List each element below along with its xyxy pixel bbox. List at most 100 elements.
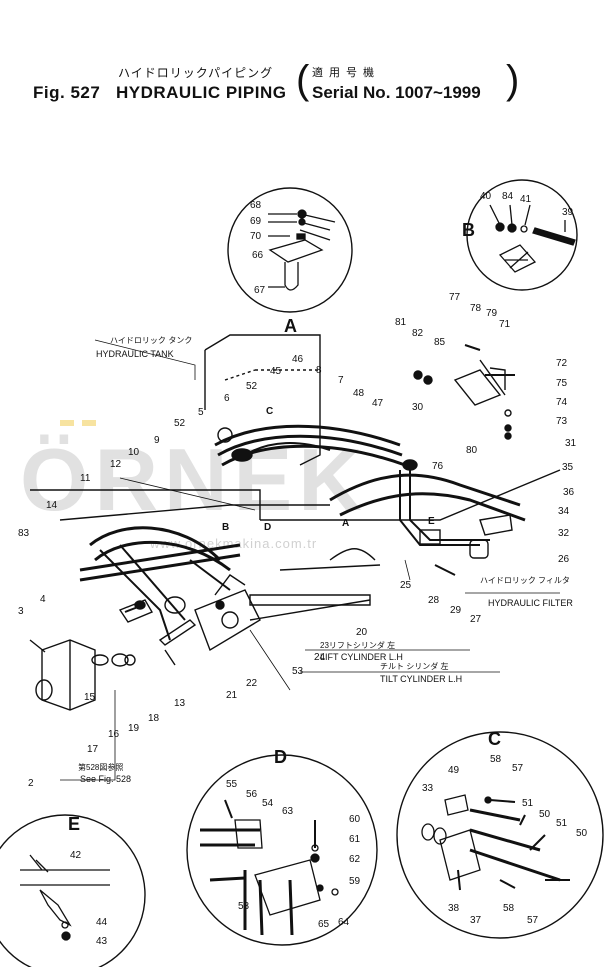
- drawing-stroke: [158, 619, 197, 646]
- drawing-stroke: [59, 504, 330, 521]
- view-mark: D: [264, 522, 271, 533]
- drawing-stroke: [489, 204, 501, 226]
- drawing-stroke: [505, 251, 529, 269]
- part-label: 26: [558, 554, 570, 565]
- part-label: 38: [448, 903, 460, 914]
- part-label: 69: [250, 216, 262, 227]
- drawing-stroke: [234, 819, 263, 849]
- part-label: 49: [448, 765, 460, 776]
- drawing-stroke: [60, 690, 116, 781]
- part-label: 22: [246, 678, 258, 689]
- part-label: 80: [466, 445, 478, 456]
- drawing-stroke: [499, 879, 516, 889]
- drawing-stroke: [124, 606, 139, 613]
- drawing-stroke: [94, 339, 196, 380]
- part-label: 46: [292, 354, 304, 365]
- drawing-stroke: [413, 370, 423, 380]
- drawing-stroke: [504, 409, 512, 417]
- drawing-stroke: [279, 564, 381, 571]
- part-label: 58: [503, 903, 515, 914]
- left-paren: (: [296, 58, 310, 102]
- part-label: 50: [539, 809, 551, 820]
- drawing-stroke: [524, 204, 531, 226]
- part-label: 70: [250, 231, 262, 242]
- drawing-stroke: [200, 828, 260, 847]
- detail-d-circle: [186, 754, 378, 946]
- detail-a-parts: [268, 209, 336, 291]
- drawing-stroke: [439, 829, 481, 881]
- detail-c-circle: [396, 731, 604, 939]
- lift-label-jp: 23リフトシリンダ 左: [320, 640, 395, 650]
- part-label: 57: [512, 763, 524, 774]
- drawing-stroke: [79, 543, 241, 572]
- drawing-stroke: [484, 796, 492, 804]
- detail-b-parts: [489, 204, 576, 273]
- part-label: 24: [314, 652, 326, 663]
- part-label: 78: [470, 303, 482, 314]
- drawing-stroke: [498, 244, 537, 273]
- detail-d-parts: [200, 799, 339, 936]
- drawing-stroke: [329, 548, 376, 561]
- watermark-text: ÖRNEK: [20, 430, 368, 529]
- part-label: 53: [292, 666, 304, 677]
- drawing-stroke: [433, 827, 447, 845]
- leader-lines: [60, 339, 560, 781]
- drawing-stroke: [260, 469, 561, 521]
- part-label: 79: [486, 308, 498, 319]
- part-label: 13: [174, 698, 186, 709]
- drawing-stroke: [479, 359, 506, 396]
- drawing-stroke: [164, 649, 176, 666]
- part-label: 54: [262, 798, 274, 809]
- part-label: 37: [470, 915, 482, 926]
- part-label: 12: [110, 459, 122, 470]
- drawing-stroke: [221, 611, 239, 629]
- part-label: 5: [198, 407, 204, 418]
- drawing-stroke: [457, 869, 461, 891]
- drawing-stroke: [224, 369, 320, 381]
- part-label: 75: [556, 378, 568, 389]
- drawing-stroke: [310, 853, 320, 863]
- drawing-stroke: [284, 262, 299, 291]
- drawing-stroke: [444, 794, 469, 816]
- view-mark: B: [222, 522, 229, 533]
- drawing-stroke: [520, 225, 528, 233]
- part-label: 58: [490, 754, 502, 765]
- part-label: 66: [252, 250, 264, 261]
- part-label: 41: [520, 194, 532, 205]
- part-label: 53: [238, 901, 250, 912]
- drawing-stroke: [504, 424, 512, 432]
- part-label: 52: [246, 381, 258, 392]
- part-label: 34: [558, 506, 570, 517]
- right-paren: ): [506, 58, 520, 102]
- drawing-stroke: [339, 492, 526, 522]
- drawing-stroke: [217, 434, 403, 457]
- part-label: 44: [96, 917, 108, 928]
- detail-c-letter: C: [488, 729, 501, 749]
- drawing-stroke: [224, 799, 233, 819]
- drawing-stroke: [20, 869, 110, 886]
- drawing-stroke: [119, 477, 256, 511]
- part-label: 2: [28, 778, 34, 789]
- part-label: 8: [316, 365, 322, 376]
- drawing-stroke: [453, 369, 502, 406]
- annotations: ハイドロリック タンク HYDRAULIC TANK ハイドロリック フィルタ …: [78, 336, 573, 784]
- part-label: 43: [96, 936, 108, 947]
- part-label: 51: [556, 818, 568, 829]
- drawing-stroke: [298, 218, 306, 226]
- detail-d-letter: D: [274, 747, 287, 767]
- part-label: 28: [428, 595, 440, 606]
- tilt-label-jp: チルト シリンダ 左: [380, 661, 448, 671]
- part-label: 6: [224, 393, 230, 404]
- drawing-stroke: [423, 375, 433, 385]
- view-mark: A: [342, 518, 349, 529]
- drawing-stroke: [215, 600, 225, 610]
- part-label: 73: [556, 416, 568, 427]
- part-label: 74: [556, 397, 568, 408]
- drawing-stroke: [217, 427, 233, 443]
- part-label: 33: [422, 783, 434, 794]
- drawing-stroke: [249, 599, 371, 621]
- drawing-stroke: [61, 931, 71, 941]
- filter-label-jp: ハイドロリック フィルタ: [480, 576, 570, 585]
- part-label: 11: [80, 473, 91, 484]
